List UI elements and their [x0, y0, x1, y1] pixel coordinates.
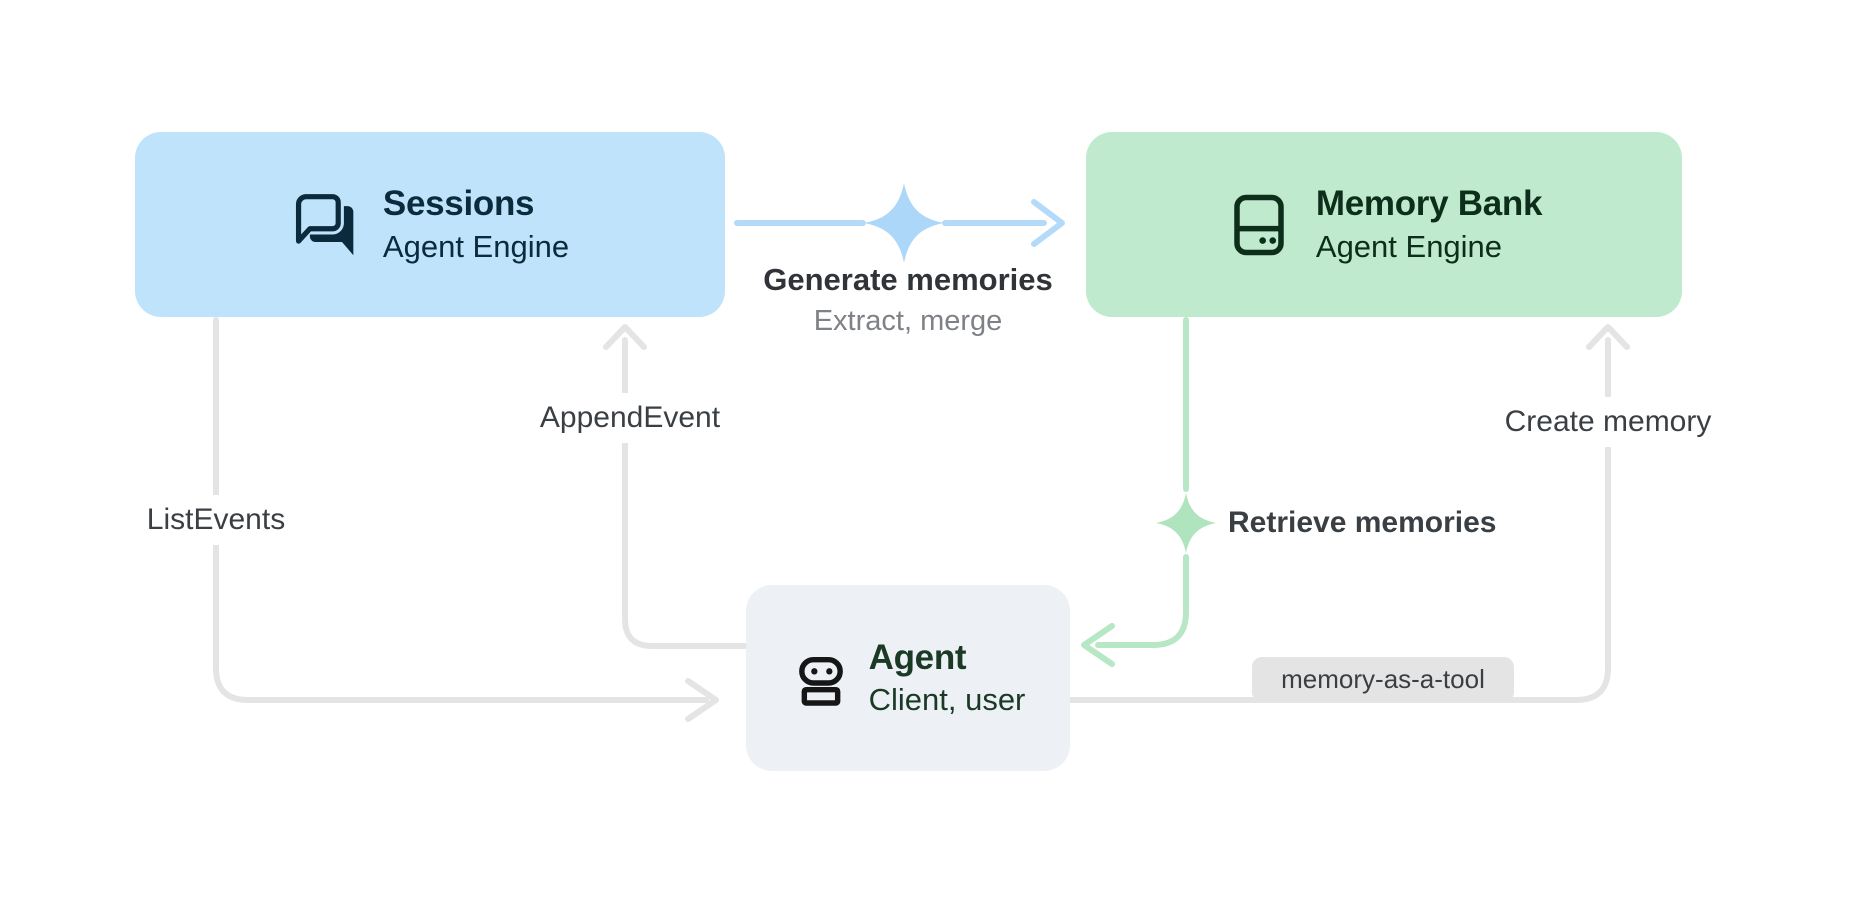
generate-memories-label: Generate memories — [763, 262, 1053, 297]
list-events-label: ListEvents — [136, 495, 296, 545]
arrow-retrieve-memories — [1081, 317, 1189, 667]
sessions-node: Sessions Agent Engine — [135, 132, 725, 317]
robot-icon — [798, 656, 843, 706]
arrowhead-up-icon — [1586, 324, 1630, 350]
memory-bank-node: Memory Bank Agent Engine — [1086, 132, 1682, 317]
sessions-title: Sessions — [382, 184, 535, 224]
memory-as-a-tool-badge: memory-as-a-tool — [1252, 657, 1514, 702]
storage-icon — [1234, 194, 1284, 255]
extract-merge-sublabel: Extract, merge — [813, 305, 1003, 337]
arrow-generate-memories — [734, 199, 1065, 247]
arrow-create-memory — [1067, 324, 1630, 703]
chat-forum-icon — [295, 193, 354, 255]
sessions-subtitle: Agent Engine — [382, 228, 570, 264]
generate-memories-label-group: Generate memories Extract, merge — [763, 262, 1052, 338]
arrowhead-right-icon — [1031, 199, 1065, 247]
retrieve-memories-label: Retrieve memories — [1228, 506, 1497, 539]
memory-bank-title: Memory Bank — [1315, 184, 1543, 224]
memory-bank-subtitle: Agent Engine — [1315, 228, 1503, 264]
sparkle-icon — [864, 183, 944, 263]
create-memory-label: Create memory — [1494, 397, 1722, 447]
append-event-label: AppendEvent — [529, 393, 731, 443]
agent-title: Agent — [868, 637, 967, 677]
sparkle-icon — [1156, 493, 1216, 553]
arrowhead-left-icon — [1081, 623, 1115, 667]
agent-node: Agent Client, user — [746, 585, 1070, 771]
arrow-append-event — [603, 324, 749, 649]
arrow-list-events — [213, 317, 719, 722]
arrowhead-up-icon — [603, 324, 647, 350]
agent-subtitle: Client, user — [868, 682, 1026, 718]
arrowhead-right-icon — [685, 678, 719, 722]
